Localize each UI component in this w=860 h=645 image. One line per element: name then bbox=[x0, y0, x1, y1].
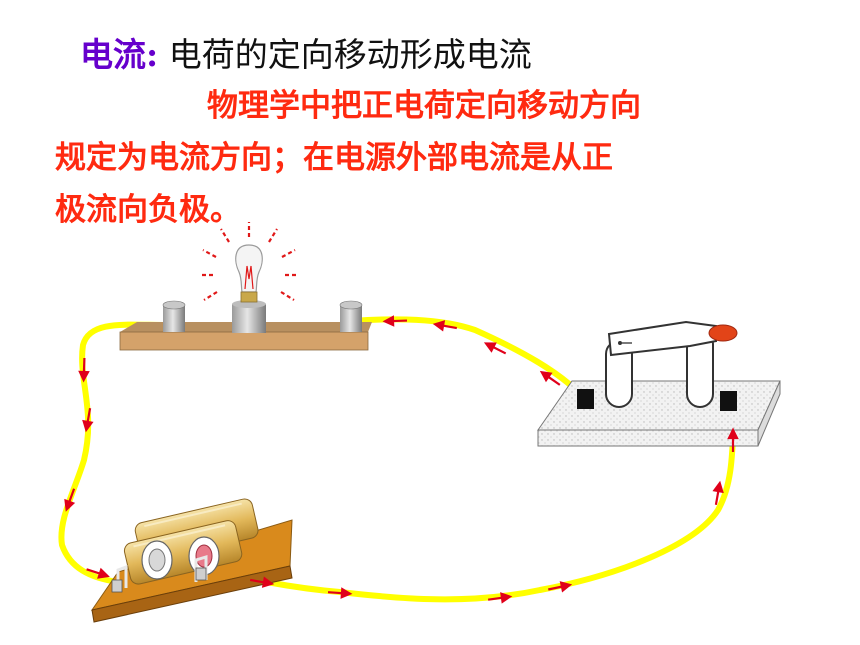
wire-switch-to-bulb bbox=[349, 316, 586, 400]
arrow-icon bbox=[327, 587, 353, 599]
light-bulb-icon bbox=[199, 222, 299, 303]
arrow-icon bbox=[64, 488, 76, 512]
bulb-board bbox=[119, 300, 372, 351]
arrow-icon bbox=[539, 370, 561, 386]
wire-bulb-to-battery bbox=[58, 321, 170, 585]
term-label: 电流: bbox=[80, 35, 159, 74]
arrow-icon bbox=[78, 357, 90, 383]
battery-icon bbox=[90, 498, 293, 623]
definition-text: 电荷的定向移动形成电流 bbox=[168, 35, 532, 74]
rule-line-1: 物理学中把正电荷定向移动方向 bbox=[207, 88, 641, 124]
arrow-icon bbox=[712, 480, 724, 506]
arrow-icon bbox=[727, 427, 739, 452]
wire-battery-to-switch bbox=[202, 392, 738, 603]
arrow-icon bbox=[82, 407, 94, 433]
rule-line-2: 规定为电流方向；在电源外部电流是从正 bbox=[55, 140, 613, 176]
arrow-icon bbox=[483, 342, 507, 355]
arrow-icon bbox=[487, 592, 513, 604]
arrow-icon bbox=[432, 320, 458, 332]
rule-line-3: 极流向负极。 bbox=[55, 192, 241, 228]
bulb-terminal-left bbox=[162, 300, 186, 332]
rule-paragraph: 物理学中把正电荷定向移动方向 规定为电流方向；在电源外部电流是从正 极流向负极。 bbox=[55, 80, 775, 236]
switch-icon bbox=[537, 320, 781, 447]
arrow-icon bbox=[86, 567, 110, 579]
bulb-terminal-right bbox=[339, 300, 363, 332]
definition-line: 电流: 电荷的定向移动形成电流 bbox=[80, 28, 532, 76]
current-arrows bbox=[64, 315, 739, 604]
arrow-icon bbox=[382, 315, 408, 327]
arrow-icon bbox=[548, 581, 573, 593]
arrow-icon bbox=[249, 576, 275, 588]
